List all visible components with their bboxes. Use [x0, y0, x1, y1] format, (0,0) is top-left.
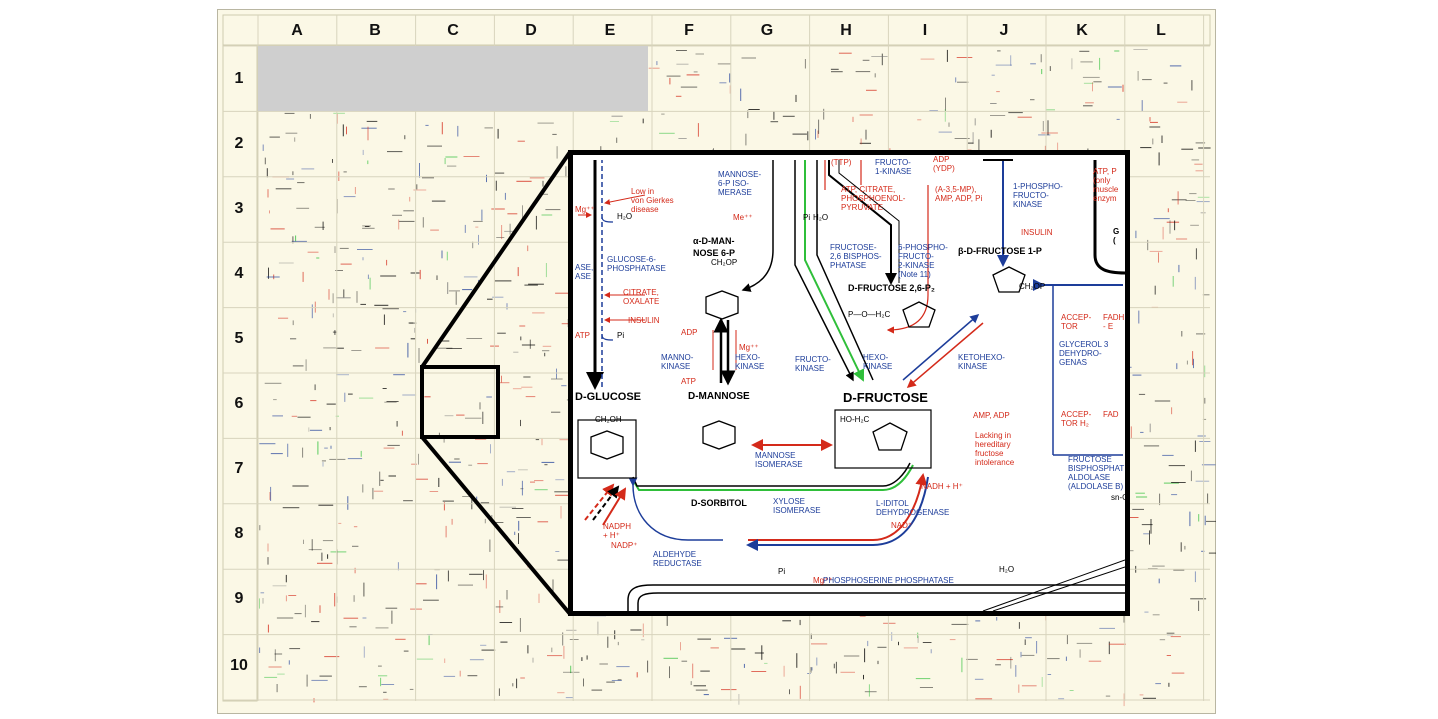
enzyme-ketohexokinase: KETOHEXO- KINASE	[958, 353, 1005, 371]
reg-lacking-hereditary: Lacking in hereditary fructose intoleran…	[975, 431, 1015, 467]
cof-atp-left: ATP	[575, 331, 590, 340]
zoomed-inset[interactable]: D-GLUCOSE α-D-MAN- NOSE 6-P D-MANNOSE D-…	[568, 150, 1130, 616]
column-header-f: F	[684, 22, 694, 39]
zoom-line-top	[420, 150, 572, 369]
cof-ch2op-1: CH₂OP	[711, 258, 738, 267]
label-d-mannose: D-MANNOSE	[688, 391, 750, 402]
cof-adp: ADP	[681, 328, 698, 337]
cof-h2o-2: H₂O	[813, 213, 829, 222]
row-header-9: 9	[234, 590, 244, 607]
cof-ase-ase: ASE, ASE	[575, 263, 594, 281]
cof-nadph: NADPH + H⁺	[603, 522, 632, 540]
enzyme-mannose-isomerase: MANNOSE ISOMERASE	[755, 451, 803, 469]
reg-atp-citrate-pep: ATP, CITRATE, PHOSPHOENOL- PYRUVATE	[841, 185, 906, 212]
cof-g: G (	[1113, 227, 1120, 245]
cof-ch2oh: CH₂OH	[595, 415, 622, 424]
reg-amp-adp-pi: (A-3,5-MP), AMP, ADP, Pi	[935, 185, 983, 203]
row-header-3: 3	[234, 200, 244, 217]
enzyme-glucose6phosphatase: GLUCOSE-6- PHOSPHATASE	[607, 255, 666, 273]
cof-fad: FAD	[1103, 410, 1119, 419]
cof-nadh: NADH + H⁺	[921, 482, 963, 491]
reg-atp-only-muscle: ATP, P (only muscle enzym	[1093, 167, 1119, 203]
enzyme-aldehyde-reductase: ALDEHYDE REDUCTASE	[653, 550, 702, 568]
cof-nad: NAD⁺	[891, 521, 913, 530]
cof-h2o-3: H₂O	[999, 565, 1015, 574]
reg-amp-adp: AMP, ADP	[973, 411, 1010, 420]
label-d-sorbitol: D-SORBITOL	[691, 498, 747, 508]
enzyme-fructose-bisphosphate-aldolase: FRUCTOSE BISPHOSPHAT ALDOLASE (ALDOLASE …	[1068, 455, 1125, 491]
cof-mg-left: Mg⁺⁺	[575, 205, 595, 214]
cof-atp: ATP	[681, 377, 696, 386]
cof-ch2op-2: CH₂OP	[1019, 282, 1046, 291]
label-d-fructose-26p: D-FRUCTOSE 2,6-P₂	[848, 283, 935, 293]
column-header-k: K	[1076, 22, 1088, 39]
reg-citrate-oxalate: CITRATE, OXALATE	[623, 288, 660, 306]
enzyme-mannose6p-isomerase: MANNOSE- 6-P ISO- MERASE	[718, 170, 762, 197]
row-header-8: 8	[234, 525, 244, 542]
cof-ho-h2c: HO-H₂C	[840, 415, 870, 424]
label-mannose-6p: α-D-MAN- NOSE 6-P	[693, 236, 736, 258]
enzyme-hexokinase-2: HEXO- KINASE	[863, 353, 893, 371]
cof-sn-g: sn-G	[1111, 493, 1129, 502]
reg-von-gierkes: Low in von Gierkes disease	[631, 187, 674, 214]
enzyme-mannokinase: MANNO- KINASE	[661, 353, 694, 371]
column-header-i: I	[922, 22, 928, 39]
label-b-d-fructose-1p: β-D-FRUCTOSE 1-P	[958, 246, 1042, 256]
label-glycerol3: GLYCEROL 3 DEHYDRO- GENAS	[1059, 340, 1109, 367]
column-header-e: E	[604, 22, 616, 39]
row-header-1: 1	[234, 70, 244, 87]
cof-fadh: FADH - E	[1103, 313, 1125, 331]
zoom-source-box	[420, 365, 500, 439]
column-header-d: D	[525, 22, 537, 39]
zoom-line-bottom	[420, 435, 572, 616]
enzyme-xylose-isomerase: XYLOSE ISOMERASE	[773, 497, 821, 515]
cof-p-o-h2c: P—O—H₂C	[848, 310, 891, 319]
row-header-2: 2	[234, 135, 244, 152]
row-header-5: 5	[234, 330, 244, 347]
enzyme-fructose26-bisphosphatase: FRUCTOSE- 2,6 BISPHOS- PHATASE	[830, 243, 882, 270]
cof-pi-2: Pi	[803, 213, 811, 222]
enzyme-hexokinase-1: HEXO- KINASE	[735, 353, 765, 371]
cof-pi-3: Pi	[778, 567, 786, 576]
enzyme-fructo1kinase: FRUCTO- 1-KINASE	[875, 158, 912, 176]
enzyme-phosphoserine-phosphatase: PHOSPHOSERINE PHOSPHATASE	[823, 576, 954, 585]
column-header-j: J	[999, 22, 1009, 39]
enzyme-iditol-dehydrogenase: L-IDITOL DEHYDROGENASE	[876, 499, 950, 517]
cof-nadp: NADP⁺	[611, 541, 638, 550]
label-d-glucose: D-GLUCOSE	[575, 391, 641, 403]
cof-acceptor-1: ACCEP- TOR	[1061, 313, 1092, 331]
reg-insulin-2: INSULIN	[1021, 228, 1053, 237]
cof-pi-1: Pi	[617, 331, 625, 340]
row-header-6: 6	[234, 395, 244, 412]
row-header-10: 10	[230, 657, 248, 674]
enzyme-phosphofructo2kinase: 6-PHOSPHO- FRUCTO- 2-KINASE (Note 11)	[898, 243, 948, 279]
enzyme-phosphofructo1kinase: 1-PHOSPHO- FRUCTO- KINASE	[1013, 182, 1063, 209]
column-header-a: A	[291, 22, 303, 39]
column-header-c: C	[447, 22, 459, 39]
reg-insulin-1: INSULIN	[628, 316, 660, 325]
cof-mg: Mg⁺⁺	[739, 343, 759, 352]
column-header-b: B	[369, 22, 381, 39]
reg-ttp: (TTP)	[831, 158, 852, 167]
cof-h2o-1: H₂O	[617, 212, 633, 221]
reg-adp-ydp: ADP (YDP)	[933, 155, 955, 173]
label-d-fructose: D-FRUCTOSE	[843, 390, 928, 405]
column-header-l: L	[1156, 22, 1166, 39]
reg-mg-phosphoserine: Mg⁺⁺	[813, 576, 833, 585]
cof-acceptor-2: ACCEP- TOR H₂	[1061, 410, 1092, 428]
row-header-4: 4	[234, 265, 244, 282]
reg-me: Me⁺⁺	[733, 213, 753, 222]
column-header-g: G	[760, 22, 774, 39]
empty-title-region	[258, 46, 648, 111]
enzyme-fructokinase: FRUCTO- KINASE	[795, 355, 831, 373]
column-header-h: H	[840, 22, 852, 39]
row-header-7: 7	[234, 460, 244, 477]
inset-pathways	[577, 159, 1125, 611]
